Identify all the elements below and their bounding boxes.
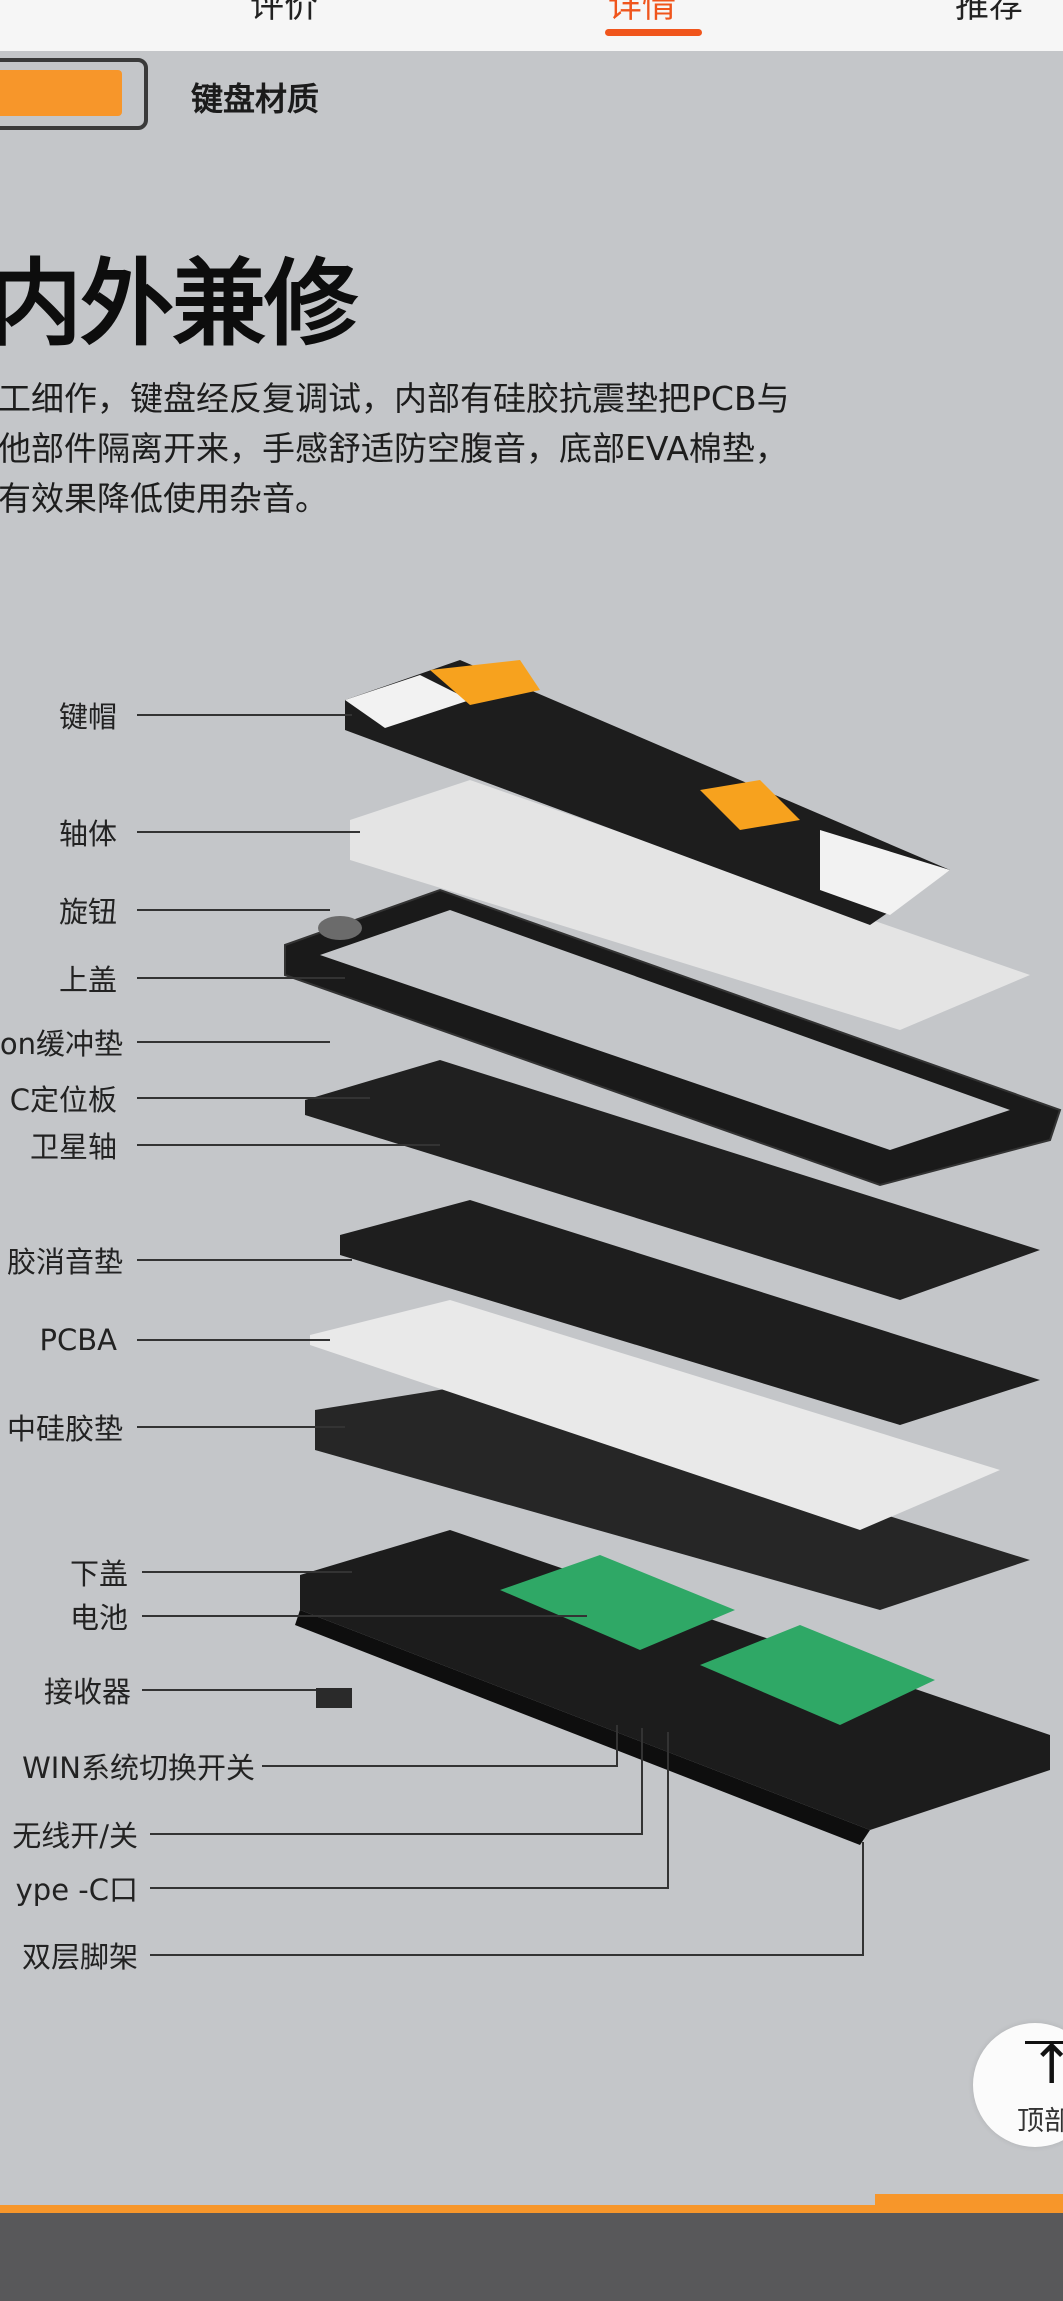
arrow-up-icon: ↑ <box>1024 2035 1063 2095</box>
part-label: 键帽 <box>58 700 117 734</box>
part-label: 下盖 <box>69 1557 128 1591</box>
tab-recommend[interactable]: 推荐 <box>955 0 1023 26</box>
footer-accent-line <box>0 2205 1063 2213</box>
section-badge-label: 键盘材质 <box>191 80 320 118</box>
switches <box>350 780 1030 1030</box>
footer-bar <box>0 2213 1063 2301</box>
tab-details[interactable]: 详情 <box>608 0 676 26</box>
part-label: C定位板 <box>9 1083 117 1117</box>
silicone-pad <box>315 1385 1030 1610</box>
description-line: 工细作，键盘经反复调试，内部有硅胶抗震垫把PCB与 <box>0 379 790 418</box>
part-label: ype -C口 <box>15 1873 138 1907</box>
battery-2 <box>700 1625 935 1725</box>
tab-reviews[interactable]: 评价 <box>250 0 318 26</box>
part-label: 卫星轴 <box>29 1130 117 1164</box>
part-label: 双层脚架 <box>21 1940 138 1974</box>
description-line: 他部件隔离开来，手感舒适防空腹音，底部EVA棉垫， <box>0 429 788 468</box>
part-label: 中硅胶垫 <box>6 1412 123 1446</box>
description: 工细作，键盘经反复调试，内部有硅胶抗震垫把PCB与 他部件隔离开来，手感舒适防空… <box>0 374 790 524</box>
part-label: PCBA <box>39 1323 117 1357</box>
back-to-top-button[interactable]: ↑ 顶部 <box>973 2023 1063 2147</box>
description-line: 有效果降低使用杂音。 <box>0 479 328 518</box>
part-label: 旋钮 <box>58 895 117 929</box>
part-label: 胶消音垫 <box>6 1245 123 1279</box>
bottom-case <box>300 1530 1050 1830</box>
battery-1 <box>500 1555 735 1650</box>
section-badge-fill <box>0 70 122 116</box>
keycaps <box>345 660 950 925</box>
part-label: 电池 <box>69 1601 128 1635</box>
knob <box>318 916 362 940</box>
page-title: 内外兼修 <box>0 250 358 359</box>
part-label: 轴体 <box>58 817 117 851</box>
plate <box>305 1060 1040 1300</box>
section-badge-frame <box>0 58 148 130</box>
receiver <box>316 1688 352 1708</box>
pcba-board <box>310 1300 1000 1530</box>
active-tab-indicator <box>605 29 702 36</box>
foam-pad <box>340 1200 1040 1425</box>
part-label: 接收器 <box>43 1675 131 1709</box>
part-label: WIN系统切换开关 <box>22 1751 255 1785</box>
back-to-top-label: 顶部 <box>1017 2106 1063 2137</box>
part-label: 上盖 <box>58 963 117 997</box>
part-label: 无线开/关 <box>12 1819 138 1853</box>
part-label: on缓冲垫 <box>0 1027 123 1061</box>
leader-lines <box>137 714 864 1956</box>
tab-bar: 评价 详情 推荐 <box>0 0 1063 51</box>
